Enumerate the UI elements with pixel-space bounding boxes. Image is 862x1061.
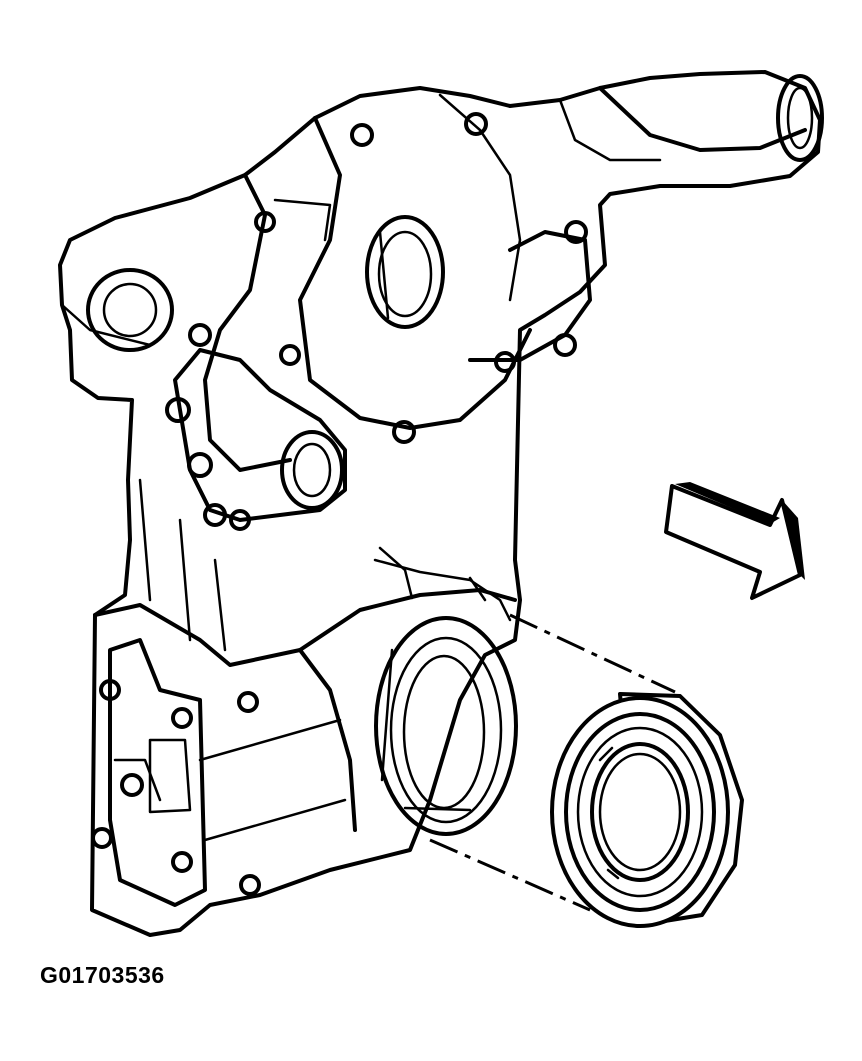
install-direction-arrow-icon [664,482,805,600]
figure-code: G01703536 [40,962,165,988]
crankshaft-front-seal [550,692,744,928]
alignment-lines [429,613,676,912]
engine-front-cover [58,70,824,937]
